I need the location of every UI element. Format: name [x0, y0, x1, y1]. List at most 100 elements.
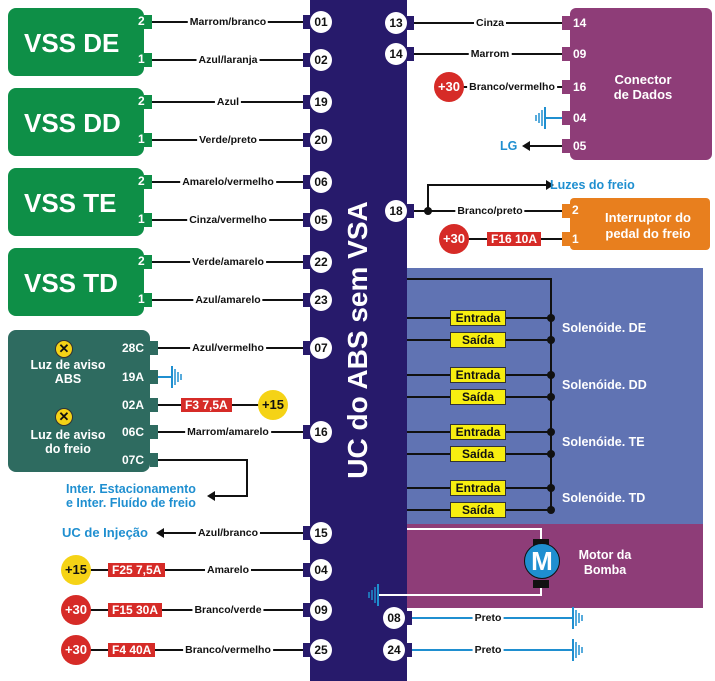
junction-dot: [547, 393, 555, 401]
connector-tab: [562, 47, 570, 61]
ecu-pin[interactable]: 20: [310, 129, 332, 151]
inlet-valve-label: Entrada: [450, 424, 506, 440]
ecu-pin-tab: [303, 95, 311, 109]
connector-tab: [562, 232, 570, 246]
label-line: Luz de aviso: [30, 358, 106, 372]
switch-pin-label: 1: [572, 232, 579, 246]
solenoid-label: Solenóide. DD: [562, 378, 647, 392]
wire-label: Azul/vermelho: [190, 342, 266, 354]
ecu-pin-tab: [303, 255, 311, 269]
ecu-pin[interactable]: 08: [383, 607, 405, 629]
junction-dot: [547, 336, 555, 344]
ground-icon: [171, 366, 182, 388]
ground-icon: [572, 607, 583, 629]
ecu-pin-tab: [303, 603, 311, 617]
ecu-pin-tab: [303, 175, 311, 189]
ecu-pin[interactable]: 25: [310, 639, 332, 661]
ecu-pin-tab: [303, 293, 311, 307]
ecu-pin[interactable]: 09: [310, 599, 332, 621]
connector-tab: [562, 16, 570, 30]
connector-tab: [150, 453, 158, 467]
connector-pin-label: 16: [573, 80, 587, 94]
ecu-pin[interactable]: 01: [310, 11, 332, 33]
vss-sensor-3: [8, 248, 144, 316]
ecu-pin[interactable]: 24: [383, 639, 405, 661]
wire-label: Azul/amarelo: [193, 294, 263, 306]
motor-icon: M: [524, 543, 560, 579]
label-line: Bomba: [583, 563, 627, 577]
ecu-pin[interactable]: 15: [310, 522, 332, 544]
ecu-pin-tab: [303, 643, 311, 657]
wire-label: Marrom/branco: [187, 16, 269, 28]
plus15-supply: +15: [61, 555, 91, 585]
vss-sensor-1: [8, 88, 144, 156]
connector-tab: [562, 139, 570, 153]
sensor-pin-label: 2: [138, 174, 145, 188]
junction-dot: [547, 484, 555, 492]
ecu-pin[interactable]: 22: [310, 251, 332, 273]
ecu-pin[interactable]: 16: [310, 421, 332, 443]
wire: [158, 459, 248, 497]
fuse-label: F4 40A: [108, 643, 156, 657]
ecu-pin[interactable]: 19: [310, 91, 332, 113]
wire-label: Azul/laranja: [196, 54, 260, 66]
wire-label: Marrom: [468, 48, 512, 60]
solenoid-label: Solenóide. TE: [562, 435, 645, 449]
ecu-pin[interactable]: 05: [310, 209, 332, 231]
sensor-pin-label: 1: [138, 132, 145, 146]
label-line: do freio: [45, 442, 91, 456]
lg-label: LG: [500, 139, 518, 153]
connector-tab: [150, 370, 158, 384]
sensor-pin-label: 1: [138, 212, 145, 226]
ecu-pin[interactable]: 18: [385, 200, 407, 222]
wire: [407, 528, 542, 541]
outlet-valve-label: Saída: [450, 446, 506, 462]
wire-label: Branco/vermelho: [183, 644, 273, 656]
brake-lights-label: Luzes do freio: [550, 178, 635, 192]
inlet-valve-label: Entrada: [450, 310, 506, 326]
ecu-pin[interactable]: 06: [310, 171, 332, 193]
ecu-pin[interactable]: 23: [310, 289, 332, 311]
plus30-supply: +30: [61, 595, 91, 625]
vss-sensor-2: [8, 168, 144, 236]
title-line: pedal do freio: [605, 226, 691, 241]
outlet-valve-label: Saída: [450, 389, 506, 405]
wire-label: Preto: [472, 612, 504, 624]
wire-label: Cinza: [473, 17, 507, 29]
label-line: Motor da: [578, 548, 632, 562]
connector-pin-label: 14: [573, 16, 587, 30]
label-line: e Inter. Fluído de freio: [66, 496, 196, 510]
fuse-label: F15 30A: [108, 603, 163, 617]
label-line: Luz de aviso: [30, 428, 106, 442]
ecu-pin[interactable]: 04: [310, 559, 332, 581]
wire-label: Cinza/vermelho: [187, 214, 269, 226]
arrow-icon: [207, 491, 215, 501]
inlet-valve-label: Entrada: [450, 367, 506, 383]
warning-lamp-icon: ✕: [55, 408, 73, 426]
label-line: Inter. Estacionamento: [66, 482, 196, 496]
wire-label: Branco/verde: [192, 604, 264, 616]
ecu-pin[interactable]: 13: [385, 12, 407, 34]
ecu-pin-tab: [303, 15, 311, 29]
title-line: Interruptor do: [605, 210, 691, 225]
fuse-label: F3 7,5A: [181, 398, 232, 412]
junction-dot: [547, 314, 555, 322]
fuse-label: F16 10A: [487, 232, 542, 246]
connector-tab: [562, 111, 570, 125]
connector-tab: [144, 15, 152, 29]
ecu-pin[interactable]: 02: [310, 49, 332, 71]
connector-tab: [144, 175, 152, 189]
ecu-pin[interactable]: 07: [310, 337, 332, 359]
ecu-pin[interactable]: 14: [385, 43, 407, 65]
wire-label: Marrom/amarelo: [185, 426, 271, 438]
panel-pin-label: 07C: [122, 453, 145, 467]
sensor-pin-label: 2: [138, 94, 145, 108]
ecu-pin-tab: [303, 341, 311, 355]
panel-pin-label: 06C: [122, 425, 145, 439]
ecu-pin-tab: [303, 213, 311, 227]
data-connector: [570, 8, 712, 160]
plus15-supply: +15: [258, 390, 288, 420]
vss-title: VSS DE: [24, 28, 120, 58]
